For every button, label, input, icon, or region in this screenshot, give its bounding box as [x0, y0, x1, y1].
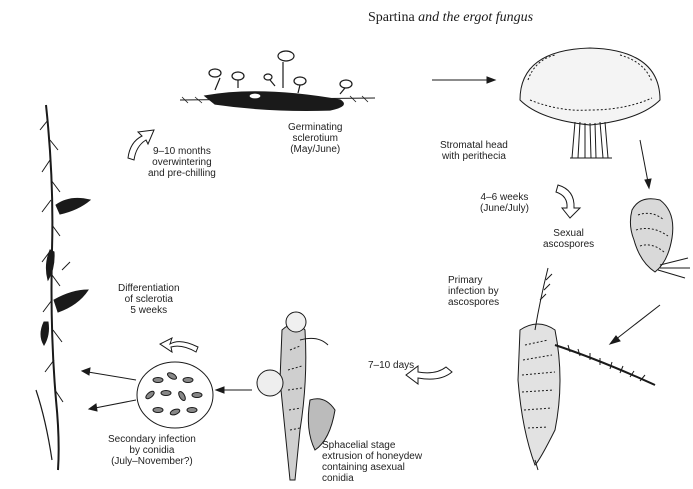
- label-stromatal-head: Stromatal head with perithecia: [440, 140, 508, 162]
- arrow-to-stromatal-head: [432, 77, 495, 83]
- label-sexual-ascospores: Sexual ascospores: [543, 228, 594, 250]
- stromatal-line-1: Stromatal head: [440, 140, 508, 151]
- sphacelial-line-2: extrusion of honeydew: [322, 451, 422, 462]
- weeks-line-1: 4–6 weeks: [480, 192, 529, 203]
- label-primary-infection: Primary infection by ascospores: [448, 275, 499, 308]
- arrows-to-infected-plant: [82, 368, 136, 411]
- primary-line-3: ascospores: [448, 297, 499, 308]
- sexual-line-1: Sexual: [543, 228, 594, 239]
- secondary-line-3: (July–November?): [108, 456, 196, 467]
- label-sphacelial-stage: Sphacelial stage extrusion of honeydew c…: [322, 440, 422, 484]
- weeks-line-2: (June/July): [480, 203, 529, 214]
- curved-arrow-4-6-weeks: [556, 185, 580, 218]
- perithecium-illustration: [630, 199, 690, 278]
- germinating-line-1: Germinating: [288, 122, 342, 133]
- primary-line-1: Primary: [448, 275, 499, 286]
- curved-arrow-differentiation: [160, 338, 198, 352]
- germinating-line-3: (May/June): [288, 144, 342, 155]
- label-differentiation: Differentiation of sclerotia 5 weeks: [118, 283, 180, 316]
- label-germinating-sclerotium: Germinating sclerotium (May/June): [288, 122, 342, 155]
- arrow-to-primary-infection: [610, 305, 660, 344]
- germinating-line-2: sclerotium: [288, 133, 342, 144]
- sexual-line-2: ascospores: [543, 239, 594, 250]
- sphacelial-line-4: conidia: [322, 473, 422, 484]
- stromatal-line-2: with perithecia: [440, 151, 508, 162]
- sphacelial-line-1: Sphacelial stage: [322, 440, 422, 451]
- label-overwintering: 9–10 months overwintering and pre-chilli…: [148, 146, 216, 179]
- differentiation-line-1: Differentiation: [118, 283, 180, 294]
- primary-infection-illustration: [518, 268, 655, 470]
- overwinter-line-1: 9–10 months: [148, 146, 216, 157]
- arrow-to-ascospores: [640, 140, 651, 188]
- differentiation-line-3: 5 weeks: [118, 305, 180, 316]
- label-4-6-weeks: 4–6 weeks (June/July): [480, 192, 529, 214]
- germinating-sclerotium-illustration: [180, 51, 375, 110]
- secondary-line-1: Secondary infection: [108, 434, 196, 445]
- overwinter-line-2: overwintering: [148, 157, 216, 168]
- overwinter-line-3: and pre-chilling: [148, 168, 216, 179]
- label-7-10-days: 7–10 days: [368, 360, 414, 371]
- days-line-1: 7–10 days: [368, 360, 414, 371]
- primary-line-2: infection by: [448, 286, 499, 297]
- label-secondary-infection: Secondary infection by conidia (July–Nov…: [108, 434, 196, 467]
- arrow-to-secondary-infection: [216, 387, 252, 393]
- differentiation-line-2: of sclerotia: [118, 294, 180, 305]
- sphacelial-line-3: containing asexual: [322, 462, 422, 473]
- conidia-circle-illustration: [137, 362, 213, 428]
- secondary-line-2: by conidia: [108, 445, 196, 456]
- infected-plant-with-sclerotia: [36, 105, 90, 470]
- stromatal-head-illustration: [520, 48, 660, 158]
